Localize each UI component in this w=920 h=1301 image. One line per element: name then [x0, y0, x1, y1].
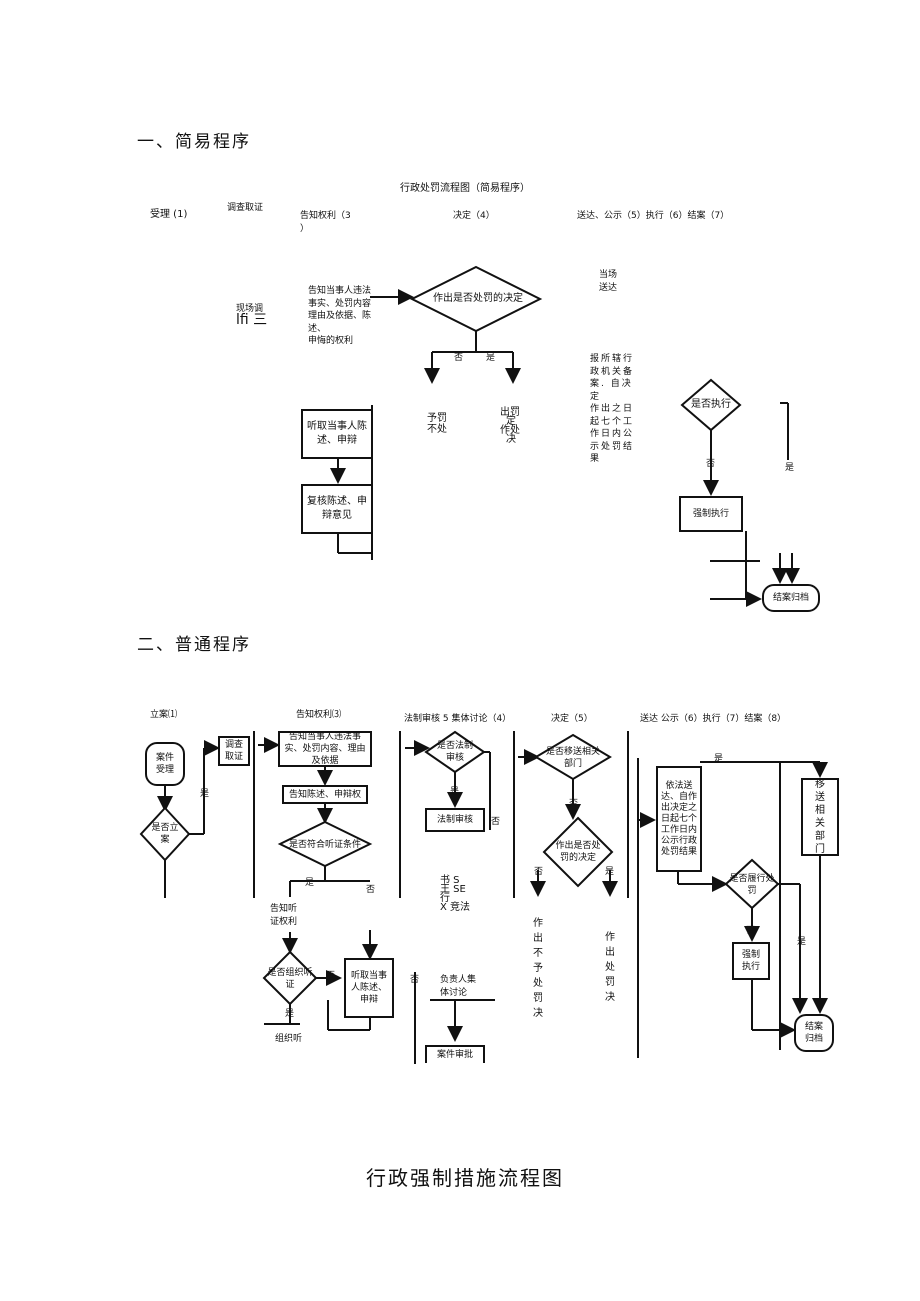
s1-exec-no: 否: [706, 459, 716, 469]
section2-heading: 二、普通程序: [137, 635, 251, 655]
s2-file-yes: 是: [200, 789, 210, 799]
s2-no-penalty-decision: 作出不予处罚决: [533, 918, 543, 1019]
s2-force-box: 强制执行: [732, 942, 770, 980]
s1-no-label: 否: [454, 353, 464, 363]
s2-penalty-yes: 是: [605, 867, 615, 877]
s2-leader-discuss: 负责人集 体讨论: [440, 975, 477, 998]
s1-no-penalty: 予罚 不处: [427, 413, 447, 435]
s1-force-box: 强制执行: [679, 496, 743, 532]
s2-organize-yes: 是: [285, 1009, 295, 1019]
s2-hearing-no: 否: [366, 885, 376, 895]
s1-header-accept: 受理 (1): [150, 209, 188, 220]
s1-onsite-investigate: 现场调: [236, 304, 264, 314]
s2-organize-no: 否: [326, 971, 336, 981]
s2-header-review: 法制审核 5 集体讨论（4）: [404, 714, 512, 724]
s1-yes-label: 是: [486, 353, 496, 363]
s2-execute-yes: 是: [797, 937, 807, 947]
s1-onsite-garbled: lfi 三: [236, 312, 268, 328]
s2-penalty-q: 作出是否处罚的决定: [555, 841, 601, 863]
s1-report-text: 报所辖行 政机关备 案. 自决定 作出之日 起七个工 作日内公 示处罚结 果: [590, 354, 635, 464]
s2-execute-no: 否: [746, 926, 756, 936]
s2-case-approve: 案件审批: [425, 1045, 485, 1063]
s2-transfer-no: 否: [569, 799, 579, 809]
s2-investigate: 调查取证: [218, 736, 250, 766]
s2-deliver-box: 依法送达、自作出决定之日起七个工作日内公示行政处罚结果: [656, 766, 702, 872]
s2-notify-statement: 告知陈述、申辩权: [282, 785, 368, 804]
s2-penalty-decision: 作出处罚决: [605, 932, 615, 1003]
s2-legal-yes: 是: [450, 787, 460, 797]
s2-legal-review-box: 法制审核: [425, 808, 485, 832]
s2-transfer-box: 移送相关部门: [801, 778, 839, 856]
s1-execute-q: 是否执行: [691, 399, 731, 410]
s2-header-deliver: 送达 公示（6）执行（7）结案（8）: [640, 714, 787, 724]
s1-onsite-deliver: 当场 送达: [599, 270, 618, 293]
s1-header-notify: 告知权利（3 ）: [300, 211, 351, 234]
s2-transfer-yes: 是: [714, 754, 724, 764]
s2-hearing-cond-q: 是否符合听证条件: [288, 840, 361, 850]
s2-case-accept: 案件受理: [145, 742, 185, 786]
s1-decision: 作出是否处罚的决定: [433, 293, 523, 304]
s2-garbled-text: 书 S 王 SE 行 X 竞法: [440, 875, 471, 913]
s2-file-q: 是否立案: [151, 823, 179, 845]
s2-close-box: 结案归档: [794, 1014, 834, 1052]
s2-listen-box: 听取当事人陈述、申辩: [344, 958, 394, 1018]
s2-penalty-no: 否: [534, 867, 544, 877]
s1-exec-yes: 是: [785, 463, 795, 473]
s2-execute-q: 是否履行处罚: [729, 874, 775, 896]
s1-header-deliver: 送达、公示（5）执行（6）结案（7）: [577, 211, 730, 221]
s1-close-box: 结案归档: [762, 584, 820, 612]
section3-heading: 行政强制措施流程图: [366, 1166, 564, 1190]
section1-heading: 一、简易程序: [137, 132, 251, 152]
s2-legal-no: 否: [491, 817, 501, 827]
s2-discuss-no: 否: [410, 975, 420, 985]
s2-notify-box: 告知当事人违法事实、处罚内容、理由及依据: [278, 731, 372, 767]
s1-header-investigate: 调查取证: [227, 203, 264, 213]
section1-title: 行政处罚流程图（简易程序）: [400, 183, 530, 194]
s2-legal-review-q: 是否法制审核: [436, 741, 473, 763]
s1-header-decide: 决定（4）: [453, 211, 495, 221]
s2-header-file: 立案⑴: [150, 710, 178, 720]
s1-review-box: 复核陈述、申辩意见: [301, 484, 373, 534]
s2-notify-hearing: 告知听 证权利: [270, 904, 298, 927]
s1-notify-text: 告知当事人违法 事实、处罚内容 理由及依据、陈 述、 申悔的权利: [308, 286, 372, 346]
s2-organize-q: 是否组织听证: [267, 968, 313, 990]
s1-hear-box: 听取当事人陈述、申辩: [301, 409, 373, 459]
s2-header-notify: 告知权利⑶: [296, 710, 342, 720]
s2-header-decide: 决定（5）: [551, 714, 593, 724]
s1-penalty: 出罚 定 作处 决: [500, 407, 520, 445]
s2-transfer-q: 是否移送相关部门: [545, 747, 600, 769]
s2-organize-hear: 组织听: [275, 1034, 303, 1044]
s2-hearing-yes: 是: [305, 878, 315, 888]
